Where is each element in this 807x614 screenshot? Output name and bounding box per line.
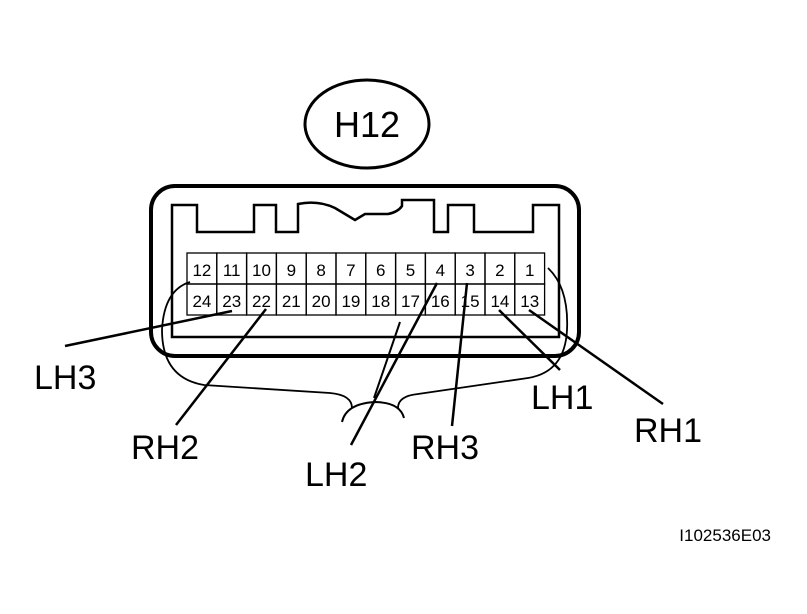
terminal-number: 6 (376, 261, 385, 280)
terminal-number: 16 (431, 292, 450, 311)
terminal-number: 4 (436, 261, 445, 280)
terminal-number: 3 (465, 261, 474, 280)
label-rh2: RH2 (131, 429, 199, 467)
terminal-number: 19 (341, 292, 360, 311)
wire-harness-loop (161, 267, 569, 409)
terminal-number: 24 (192, 292, 211, 311)
terminal-number: 17 (401, 292, 420, 311)
connector-housing-inner (170, 198, 561, 339)
terminal-number: 12 (192, 261, 211, 280)
label-rh1: RH1 (634, 412, 702, 450)
label-lh1: LH1 (531, 379, 593, 417)
terminal-number: 8 (316, 261, 325, 280)
leader-rh3 (450, 282, 469, 427)
terminal-number: 21 (282, 292, 301, 311)
leader-lh2 (349, 282, 439, 446)
terminal-number: 1 (525, 261, 534, 280)
terminal-number: 18 (371, 292, 390, 311)
label-rh3: RH3 (411, 429, 479, 467)
connector-id-ellipse (303, 78, 431, 170)
terminal-number: 14 (490, 292, 509, 311)
terminal-number: 22 (252, 292, 271, 311)
leader-lh1 (498, 309, 561, 371)
terminal-number: 9 (287, 261, 296, 280)
terminal-number: 11 (223, 261, 241, 280)
leader-rh2 (175, 308, 267, 426)
label-lh3: LH3 (34, 359, 96, 397)
label-lh2: LH2 (305, 456, 367, 494)
figure-code: I102536E03 (679, 526, 771, 545)
terminal-number: 5 (406, 261, 415, 280)
leader-rh1 (528, 308, 664, 406)
terminal-number: 10 (252, 261, 271, 280)
connector-id: H12 (334, 104, 400, 145)
terminal-number: 23 (222, 292, 241, 311)
terminal-number: 13 (520, 292, 539, 311)
terminal-number: 7 (346, 261, 355, 280)
terminal-cell (514, 283, 546, 316)
leader-lh2-b (373, 321, 401, 399)
terminal-number: 20 (312, 292, 331, 311)
leader-lh3 (64, 309, 233, 348)
terminal-number: 2 (495, 261, 504, 280)
connector-housing-outer (149, 184, 581, 358)
